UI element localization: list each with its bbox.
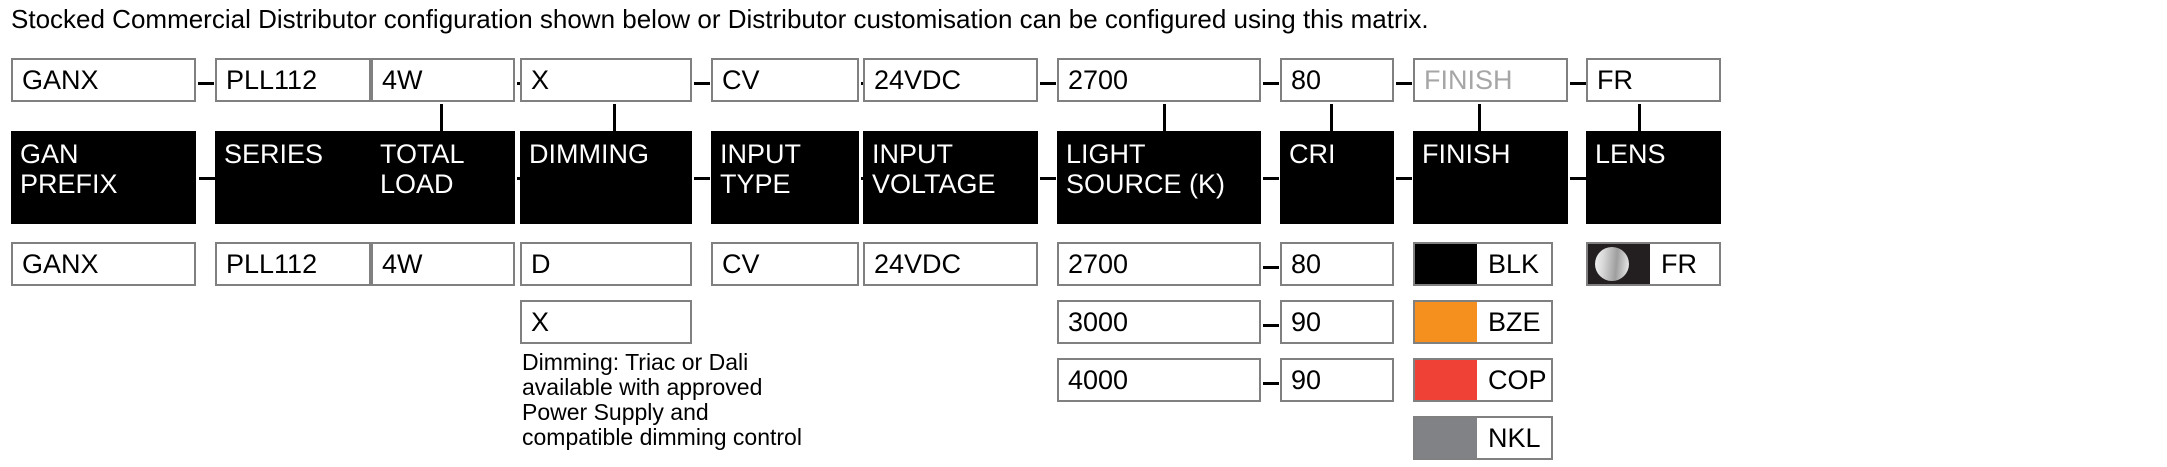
option-input-type-0[interactable]: CV (711, 242, 859, 286)
lens-label-fr: FR (1661, 248, 1697, 279)
option-light-source-2[interactable]: 4000 (1057, 358, 1261, 402)
option-finish-blk[interactable]: BLK (1413, 242, 1553, 286)
separator-dash (1396, 82, 1412, 85)
selected-series[interactable]: PLL112 (215, 58, 371, 102)
lens-frosted-swatch-icon (1588, 244, 1650, 284)
selected-lens[interactable]: FR (1586, 58, 1721, 102)
separator-dash (1570, 177, 1586, 180)
separator-dash (1396, 177, 1412, 180)
finish-swatch-blk-color (1415, 244, 1477, 284)
selected-finish[interactable]: FINISH (1413, 58, 1568, 102)
option-light-source-0[interactable]: 2700 (1057, 242, 1261, 286)
header-gan-prefix: GAN PREFIX (11, 131, 196, 224)
header-input-type: INPUT TYPE (711, 131, 859, 224)
separator-dash (1263, 382, 1279, 385)
option-dimming-1[interactable]: X (520, 300, 692, 344)
separator-dash (1570, 82, 1586, 85)
selected-gan-prefix[interactable]: GANX (11, 58, 196, 102)
option-cri-2[interactable]: 90 (1280, 358, 1394, 402)
option-finish-bze[interactable]: BZE (1413, 300, 1553, 344)
separator-dash (1263, 324, 1279, 327)
header-cri: CRI (1280, 131, 1394, 224)
option-finish-cop[interactable]: COP (1413, 358, 1553, 402)
separator-dash (1263, 177, 1279, 180)
selected-total-load[interactable]: 4W (371, 58, 515, 102)
option-gan-prefix-0[interactable]: GANX (11, 242, 196, 286)
header-finish: FINISH (1413, 131, 1568, 224)
header-series: SERIES (215, 131, 371, 224)
connector-stem-finish (1478, 104, 1481, 131)
selected-light-source[interactable]: 2700 (1057, 58, 1261, 102)
finish-swatch-bze-color (1415, 302, 1477, 342)
option-cri-1[interactable]: 90 (1280, 300, 1394, 344)
finish-label-cop: COP (1488, 364, 1547, 395)
header-input-voltage: INPUT VOLTAGE (863, 131, 1038, 224)
intro-text: Stocked Commercial Distributor configura… (11, 4, 1429, 34)
finish-label-blk: BLK (1488, 248, 1540, 279)
option-finish-nkl[interactable]: NKL (1413, 416, 1553, 460)
header-total-load: TOTAL LOAD (371, 131, 515, 224)
connector-stem-cri (1330, 104, 1333, 131)
separator-dash (199, 177, 215, 180)
option-total-load-0[interactable]: 4W (371, 242, 515, 286)
finish-swatch-nkl-color (1415, 418, 1477, 458)
separator-dash (694, 82, 710, 85)
separator-dash (694, 177, 710, 180)
separator-dash (1040, 177, 1056, 180)
connector-stem-lens (1638, 104, 1641, 131)
separator-dash (1040, 82, 1056, 85)
option-series-0[interactable]: PLL112 (215, 242, 371, 286)
separator-dash (198, 82, 214, 85)
finish-label-nkl: NKL (1488, 422, 1541, 453)
separator-dash (1263, 266, 1279, 269)
option-lens-fr[interactable]: FR (1586, 242, 1721, 286)
selected-input-voltage[interactable]: 24VDC (863, 58, 1038, 102)
dimming-note: Dimming: Triac or Dali available with ap… (522, 349, 802, 450)
option-cri-0[interactable]: 80 (1280, 242, 1394, 286)
connector-stem-total-load (440, 104, 443, 131)
connector-stem-dimming (613, 104, 616, 131)
header-dimming: DIMMING (520, 131, 692, 224)
option-dimming-0[interactable]: D (520, 242, 692, 286)
selected-dimming[interactable]: X (520, 58, 692, 102)
selected-cri[interactable]: 80 (1280, 58, 1394, 102)
option-light-source-1[interactable]: 3000 (1057, 300, 1261, 344)
finish-swatch-cop-color (1415, 360, 1477, 400)
header-lens: LENS (1586, 131, 1721, 224)
connector-stem-light-source (1163, 104, 1166, 131)
option-input-voltage-0[interactable]: 24VDC (863, 242, 1038, 286)
separator-dash (1263, 82, 1279, 85)
header-light-source: LIGHT SOURCE (K) (1057, 131, 1261, 224)
selected-input-type[interactable]: CV (711, 58, 859, 102)
finish-label-bze: BZE (1488, 306, 1541, 337)
